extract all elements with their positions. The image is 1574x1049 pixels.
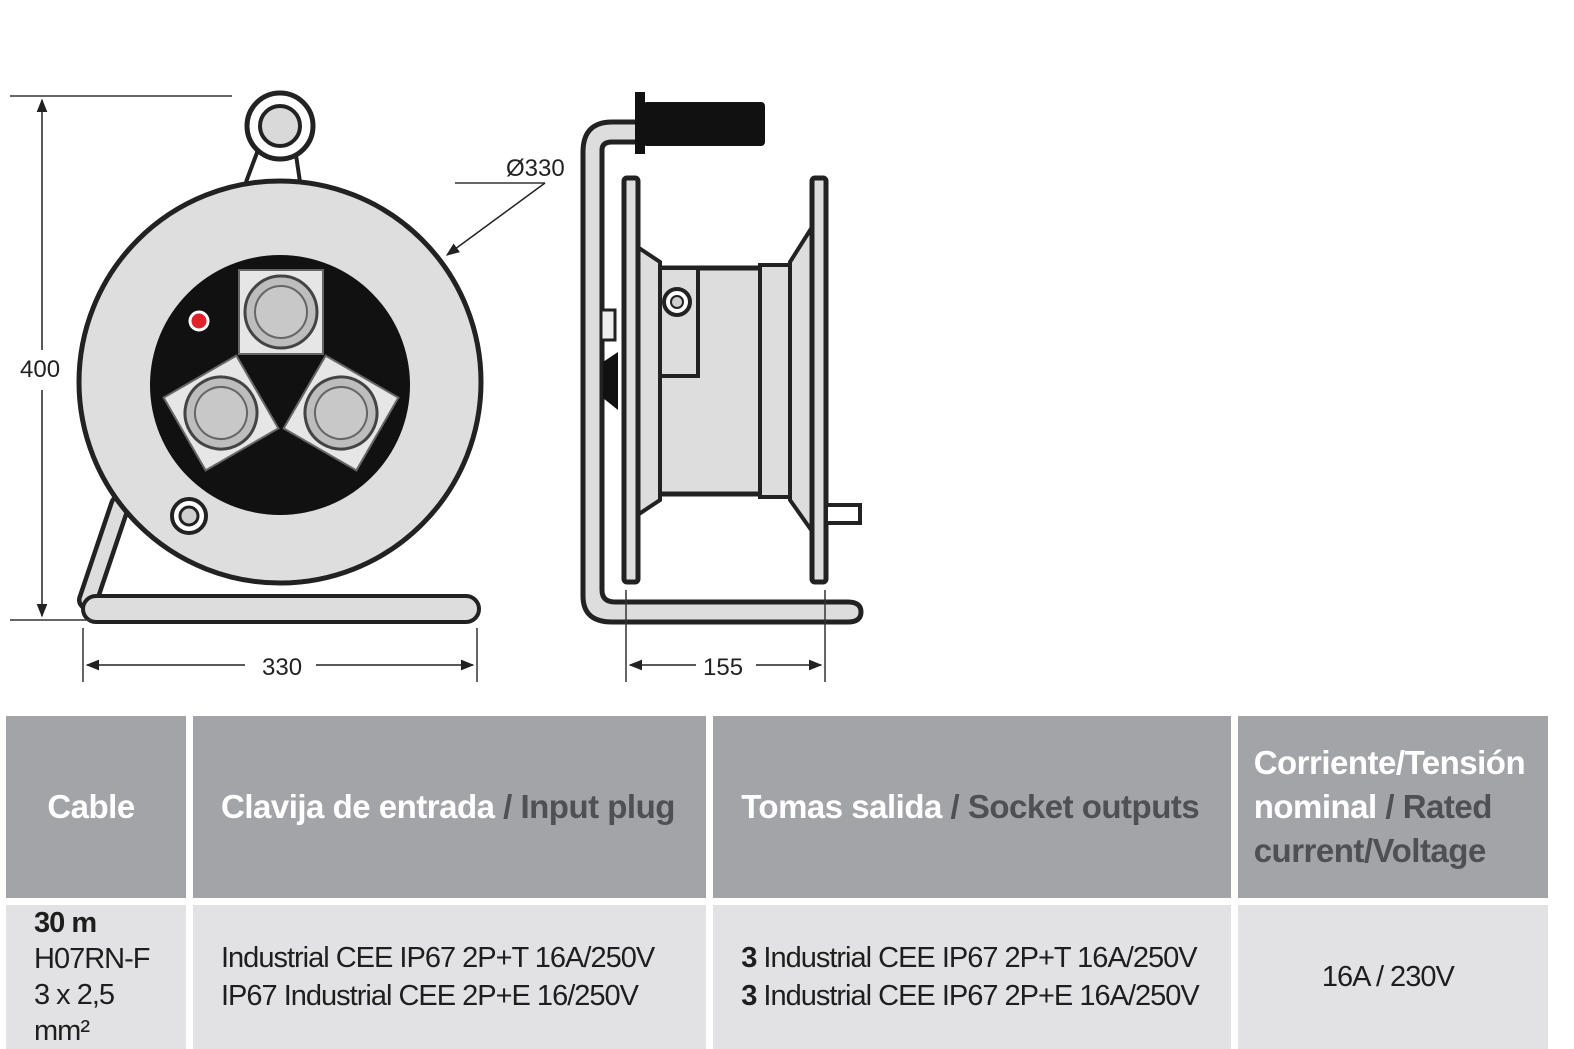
handle-grip — [643, 102, 765, 146]
front-stand — [77, 494, 481, 624]
diameter-dimension: Ø330 — [445, 155, 565, 256]
table-header-row: Cable Clavija de entrada / Input plug To… — [6, 716, 1548, 898]
header-input-plug: Clavija de entrada / Input plug — [193, 716, 707, 898]
cee-socket-icon — [162, 354, 280, 472]
cell-cable: 30 m H07RN-F 3 x 2,5 mm² — [6, 898, 186, 1049]
pilot-light-icon — [188, 310, 210, 332]
header-socket-outputs: Tomas salida / Socket outputs — [713, 716, 1231, 898]
cable-section: 3 x 2,5 mm² — [34, 979, 115, 1047]
cell-rating: 16A / 230V — [1237, 898, 1548, 1049]
header-rating: Corriente/Tensión nominal / Rated curren… — [1237, 716, 1548, 898]
front-view: 400 330 Ø330 — [10, 90, 565, 682]
cee-socket-icon — [282, 354, 400, 472]
header-cable: Cable — [6, 716, 186, 898]
reset-knob-icon — [170, 497, 208, 535]
cell-input-plug: Industrial CEE IP67 2P+T 16A/250V IP67 I… — [193, 898, 707, 1049]
width-label: 330 — [262, 654, 302, 681]
height-dimension: 400 — [10, 95, 232, 621]
diameter-label: Ø330 — [506, 155, 565, 182]
cee-socket-icon — [238, 269, 324, 355]
side-view: 155 — [580, 92, 864, 682]
height-label: 400 — [20, 356, 60, 383]
cell-socket-outputs: 3 Industrial CEE IP67 2P+T 16A/250V 3 In… — [713, 898, 1231, 1049]
table-row: 30 m H07RN-F 3 x 2,5 mm² Industrial CEE … — [6, 898, 1548, 1049]
cable-reel-technical-drawing: 400 330 Ø330 — [10, 90, 864, 682]
depth-dimension: 155 — [625, 590, 826, 682]
cable-type: H07RN-F — [34, 943, 150, 975]
width-dimension: 330 — [82, 628, 478, 682]
depth-label: 155 — [703, 654, 743, 681]
cable-length: 30 m — [34, 907, 97, 939]
spec-table: Cable Clavija de entrada / Input plug To… — [0, 716, 1555, 1049]
top-handle — [244, 90, 316, 183]
